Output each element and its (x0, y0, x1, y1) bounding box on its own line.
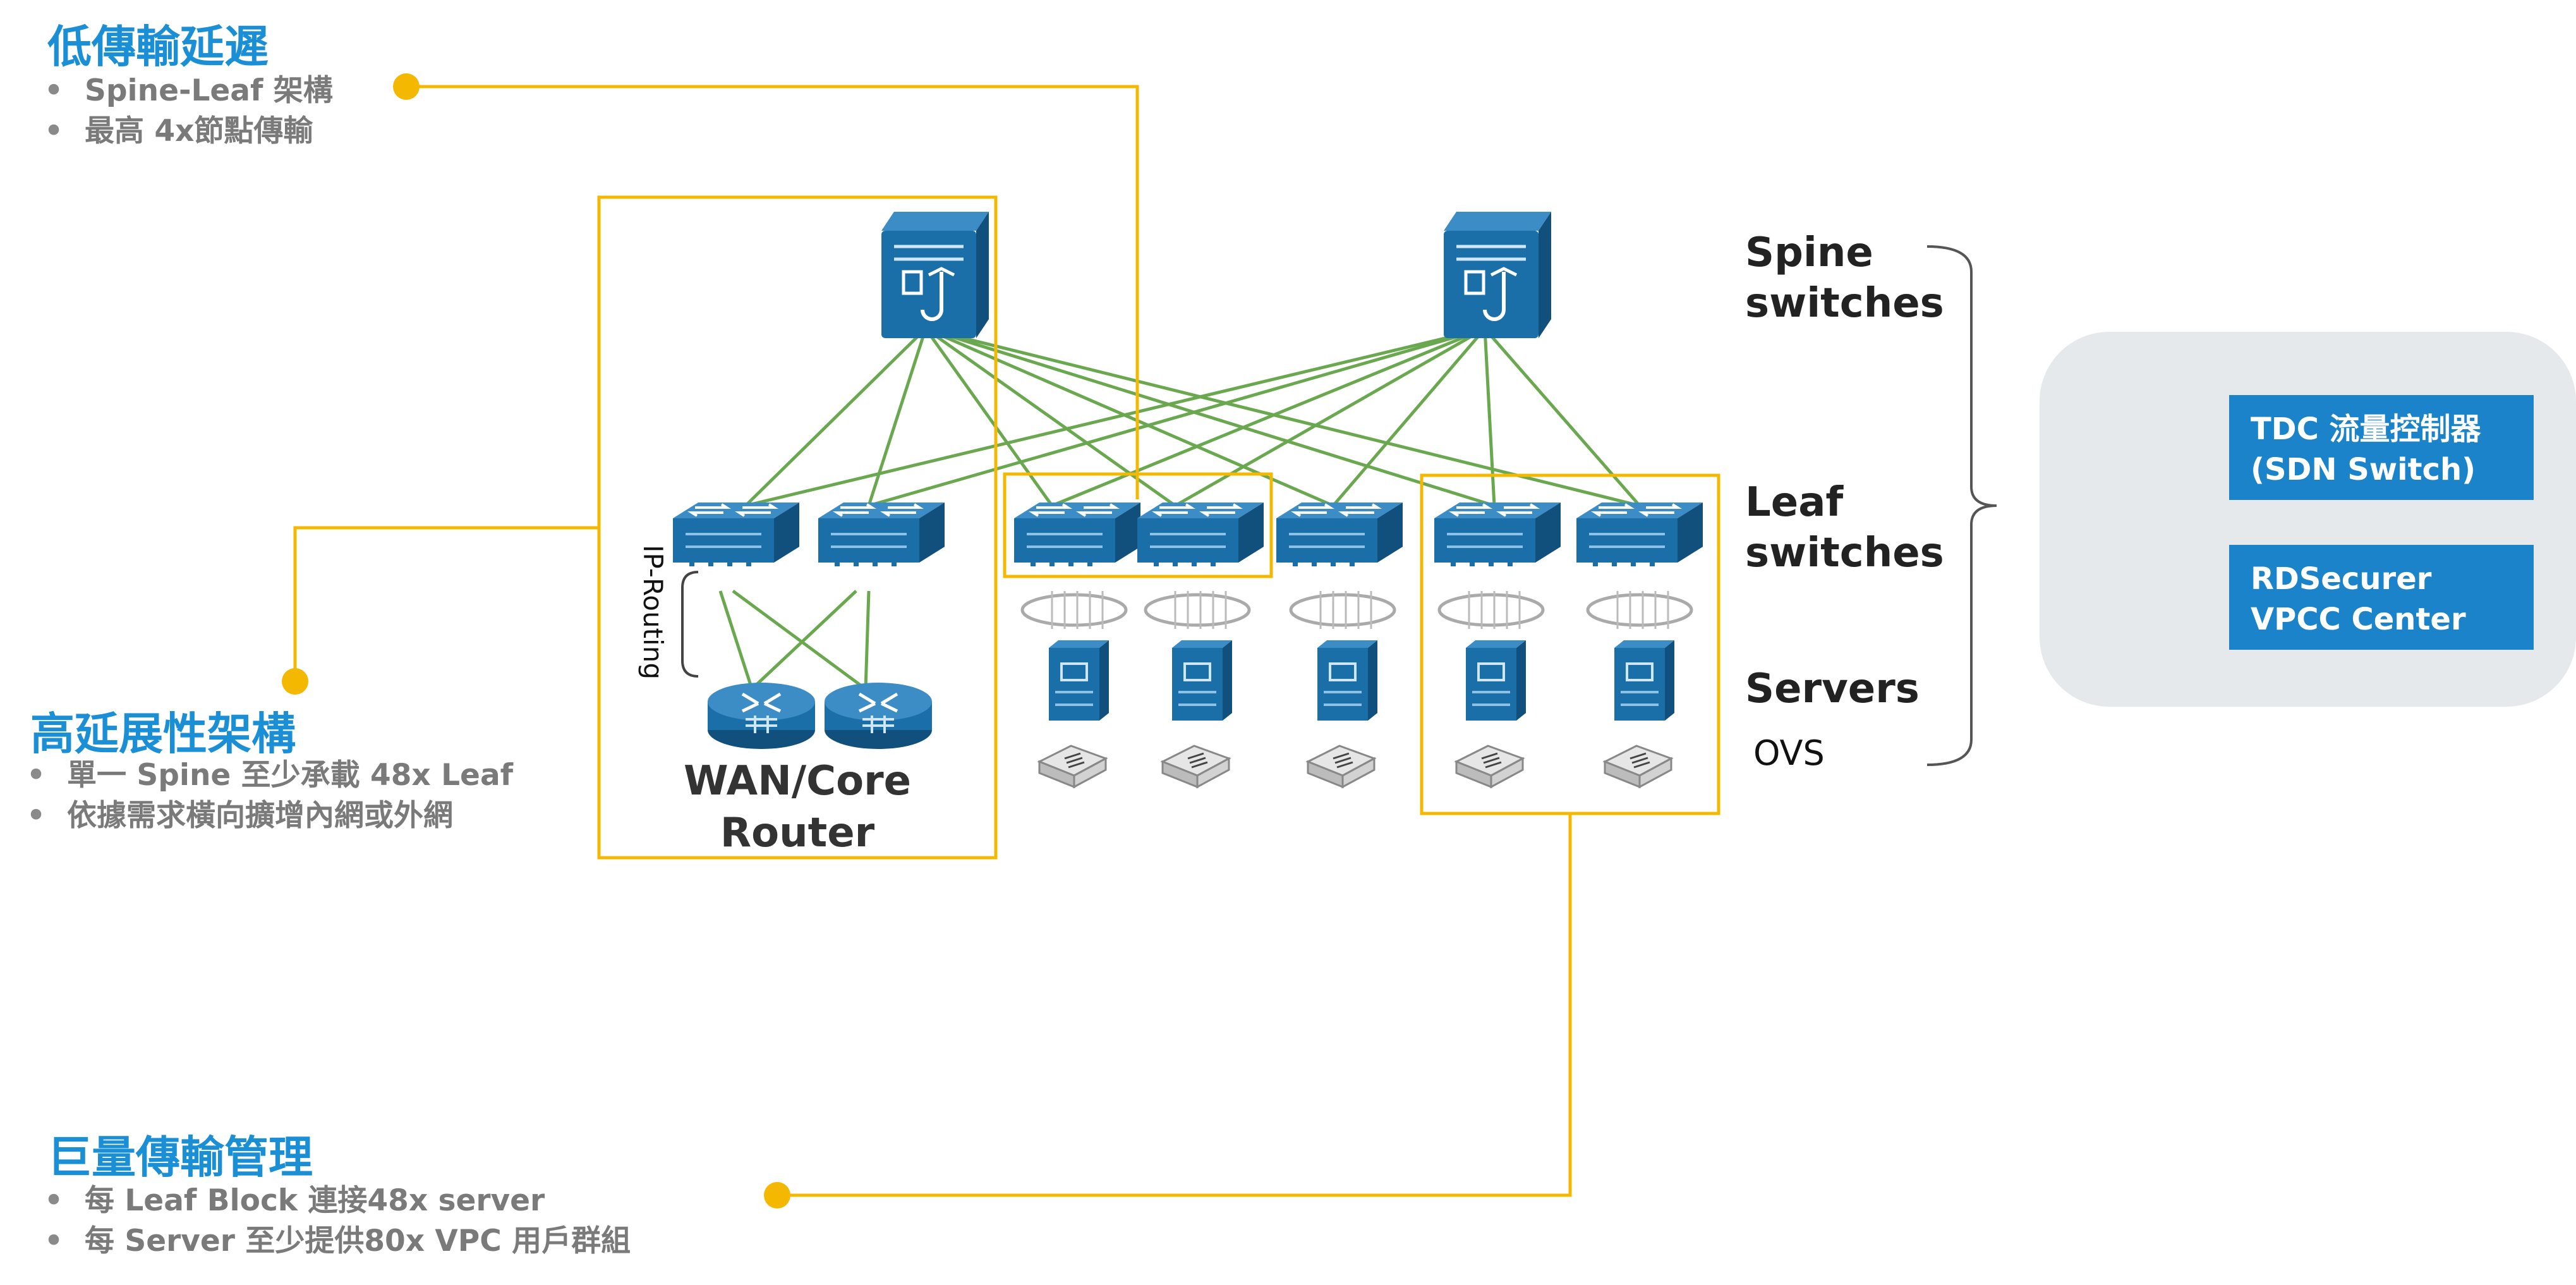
leaf-switch-3 (1014, 502, 1140, 566)
tdc-flow-controller-box: TDC 流量控制器 (SDN Switch) (2229, 395, 2534, 500)
spine-leaf-links (744, 327, 1641, 508)
leaf-switch-7 (1576, 502, 1703, 566)
ip-routing-label: IP-Routing (638, 545, 668, 679)
servers-label: Servers (1745, 666, 1920, 712)
leaf-switch-1 (673, 502, 799, 566)
router-links (718, 589, 871, 691)
callout-lines (293, 85, 1572, 1197)
sdn-panel (2040, 332, 2576, 707)
spine-switch-2 (1444, 212, 1551, 338)
leaf-switches-label: Leaf switches (1745, 477, 1944, 578)
server-stack-1 (1022, 591, 1126, 787)
tier-brace (1926, 245, 1997, 766)
wan-core-router-label: WAN/Core Router (683, 758, 912, 856)
leaf-switch-5 (1276, 502, 1403, 566)
bulk-transfer-bullet-1: 每 Leaf Block 連接48x server (44, 1181, 631, 1221)
scalability-title: 高延展性架構 (30, 708, 296, 760)
bulk-transfer-bullets: 每 Leaf Block 連接48x server 每 Server 至少提供8… (44, 1181, 631, 1262)
scalability-bullets: 單一 Spine 至少承載 48x Leaf 依據需求橫向擴增內網或外網 (27, 755, 513, 836)
spine-label-text: Spine switches (1745, 229, 1944, 327)
low-latency-bullet-2: 最高 4x節點傳輸 (44, 111, 333, 152)
scalability-bullet-2: 依據需求橫向擴增內網或外網 (27, 796, 513, 836)
low-latency-title: 低傳輸延遲 (47, 21, 269, 73)
spine-switch-1 (881, 212, 989, 338)
bulk-transfer-title: 巨量傳輸管理 (47, 1131, 313, 1183)
leaf-switch-4 (1137, 502, 1264, 566)
scalability-bullet-1: 單一 Spine 至少承載 48x Leaf (27, 755, 513, 796)
callout-dots (282, 73, 790, 1209)
leaf-switch-2 (818, 502, 945, 566)
low-latency-bullet-1: Spine-Leaf 架構 (44, 71, 333, 111)
server-stack-3 (1291, 591, 1394, 787)
leaf-switch-6 (1434, 502, 1561, 566)
leaf-label-text: Leaf switches (1745, 479, 1944, 576)
spine-switches-label: Spine switches (1745, 228, 1944, 329)
server-stack-2 (1146, 591, 1249, 787)
bulk-transfer-bullet-2: 每 Server 至少提供80x VPC 用戶群組 (44, 1221, 631, 1262)
ovs-label: OVS (1753, 733, 1825, 773)
low-latency-bullets: Spine-Leaf 架構 最高 4x節點傳輸 (44, 71, 333, 152)
router-1 (708, 683, 815, 749)
server-stack-4 (1439, 591, 1543, 787)
ip-routing-bracket (681, 571, 699, 678)
server-stack-5 (1588, 591, 1691, 787)
rdsecurer-vpcc-box: RDSecurer VPCC Center (2229, 545, 2534, 650)
router-2 (825, 683, 932, 749)
